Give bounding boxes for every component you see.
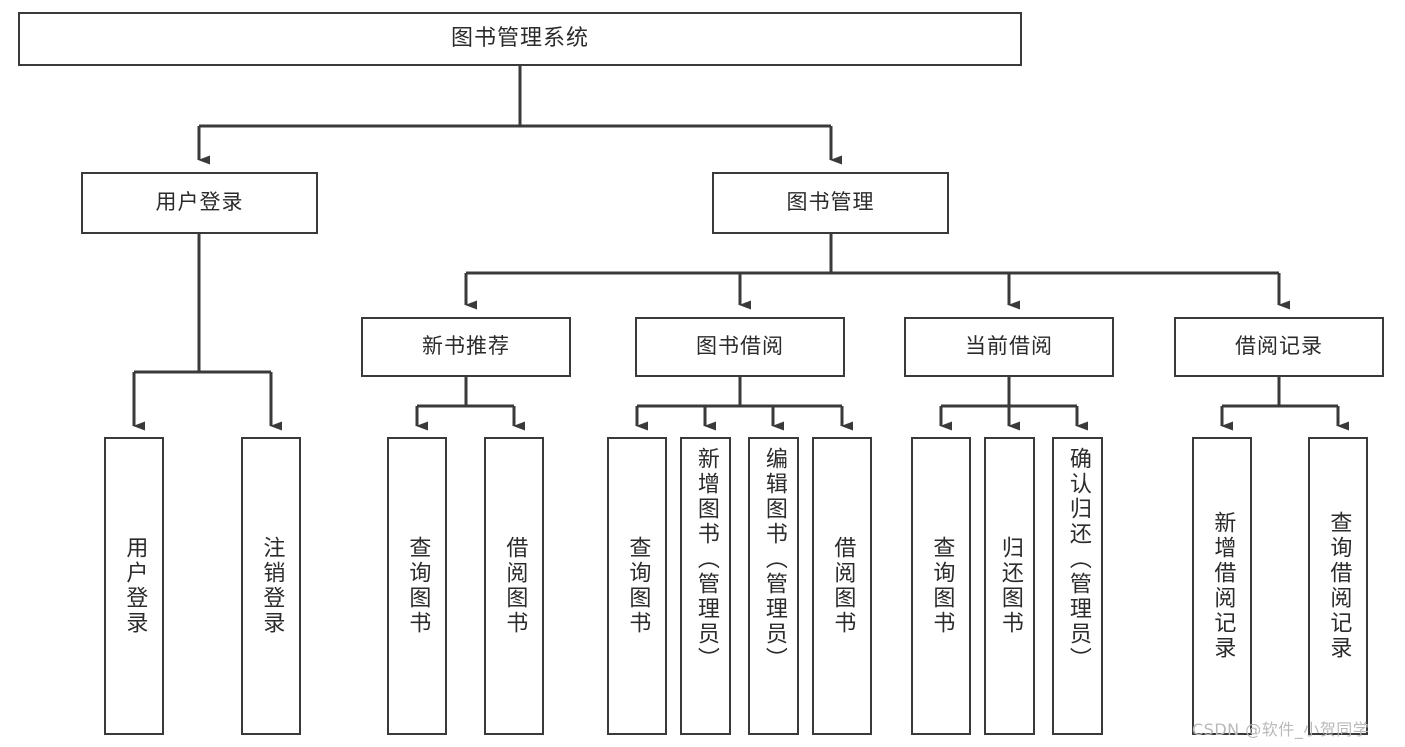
leaf-confirm-return-admin[interactable]: 确认归还（管理员） xyxy=(1052,437,1103,735)
leaf-edit-book-admin[interactable]: 编辑图书（管理员） xyxy=(748,437,799,735)
node-borrow-record[interactable]: 借阅记录 xyxy=(1174,317,1384,377)
leaf-logout-login[interactable]: 注销登录 xyxy=(241,437,301,735)
leaf-user-login[interactable]: 用户登录 xyxy=(104,437,164,735)
node-book-borrow[interactable]: 图书借阅 xyxy=(635,317,845,377)
node-user-login[interactable]: 用户登录 xyxy=(81,172,318,234)
leaf-query-book-borrow[interactable]: 查询图书 xyxy=(607,437,667,735)
leaf-borrow-book-borrow[interactable]: 借阅图书 xyxy=(812,437,872,735)
node-new-book-recommend[interactable]: 新书推荐 xyxy=(361,317,571,377)
leaf-add-book-admin[interactable]: 新增图书（管理员） xyxy=(680,437,731,735)
leaf-query-book-recommend[interactable]: 查询图书 xyxy=(387,437,447,735)
csdn-watermark: CSDN @软件_小贺同学 xyxy=(1192,720,1370,739)
node-current-borrow[interactable]: 当前借阅 xyxy=(904,317,1114,377)
leaf-return-book[interactable]: 归还图书 xyxy=(984,437,1035,735)
node-root-book-management-system[interactable]: 图书管理系统 xyxy=(18,12,1022,66)
leaf-add-borrow-record[interactable]: 新增借阅记录 xyxy=(1192,437,1252,735)
node-book-management[interactable]: 图书管理 xyxy=(712,172,949,234)
leaf-borrow-book-recommend[interactable]: 借阅图书 xyxy=(484,437,544,735)
leaf-query-book-current[interactable]: 查询图书 xyxy=(911,437,971,735)
leaf-query-borrow-record[interactable]: 查询借阅记录 xyxy=(1308,437,1368,735)
